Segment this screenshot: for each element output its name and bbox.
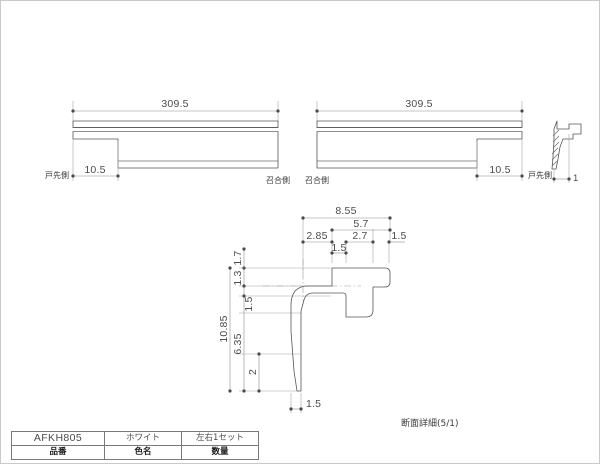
dim-dot — [330, 251, 334, 255]
table-row-values: AFKH805 ホワイト 左右1セット — [11, 431, 259, 446]
dim-label-v-lower-group: 6.35 — [232, 333, 244, 354]
dim-dot — [242, 247, 246, 251]
dim-label-thickness: 1 — [573, 173, 578, 184]
dim-dot — [330, 240, 334, 244]
dim-label-h-overall: 8.55 — [335, 205, 356, 217]
dim-dot — [299, 407, 303, 411]
label-meeting-stile-side-left: 召合側 — [266, 175, 290, 185]
dim-dot — [387, 240, 391, 244]
section-profile-outline — [290, 267, 391, 392]
dim-dot — [388, 228, 392, 232]
header-quantity: 数量 — [181, 445, 259, 460]
dim-dot — [330, 228, 334, 232]
header-part-number: 品番 — [11, 445, 105, 460]
dim-label-h-middle: 2.7 — [352, 230, 367, 242]
profile-top-band — [72, 120, 279, 128]
dim-dot — [116, 174, 120, 178]
dim-label-offset: 10.5 — [489, 164, 510, 176]
dim-label-v-top: 1.7 — [232, 250, 244, 265]
dim-dot — [552, 177, 556, 181]
profile-top-band — [316, 120, 523, 128]
profile-step-outline — [72, 131, 279, 169]
dim-label-h-bottom: 1.5 — [306, 398, 321, 410]
dim-dot — [242, 284, 246, 288]
dim-dot — [276, 109, 280, 113]
left-elevation-view: 309.5 10.5 戸先側 召合側 — [45, 98, 290, 185]
section-detail-caption: 断面詳細(5/1) — [401, 417, 459, 429]
dim-label-v-second: 1.3 — [232, 270, 244, 285]
dim-dot — [242, 389, 246, 393]
dim-label-h-left: 2.85 — [306, 230, 327, 242]
cell-part-number: AFKH805 — [11, 431, 105, 446]
dim-label-overall-length: 309.5 — [161, 98, 188, 110]
dim-label-h-upper: 5.7 — [353, 218, 368, 230]
dim-label-overall-length: 309.5 — [405, 98, 432, 110]
dim-dot — [242, 294, 246, 298]
dim-dot — [228, 266, 232, 270]
label-meeting-stile-side-right: 召合側 — [305, 175, 329, 185]
dim-dot — [301, 216, 305, 220]
dim-dot — [520, 174, 524, 178]
dim-label-v-third: 1.5 — [243, 296, 255, 311]
dim-dot — [344, 240, 348, 244]
dim-label-h-right: 1.5 — [391, 230, 406, 242]
end-profile-outline — [551, 120, 582, 170]
label-door-edge-side-left: 戸先側 — [45, 170, 69, 180]
dim-dot — [257, 389, 261, 393]
dim-dot — [567, 177, 571, 181]
section-hatch — [551, 129, 560, 167]
dim-dot — [71, 174, 75, 178]
dim-dot — [475, 174, 479, 178]
dim-dot — [388, 216, 392, 220]
header-color-name: 色名 — [104, 445, 182, 460]
right-elevation-view: 309.5 10.5 召合側 戸先側 — [305, 98, 552, 185]
table-row-headers: 品番 色名 数量 — [11, 445, 259, 460]
dim-dot — [301, 240, 305, 244]
dim-label-offset: 10.5 — [84, 164, 105, 176]
dim-dot — [371, 240, 375, 244]
profile-step-outline — [316, 131, 523, 169]
section-detail-view: 8.55 5.7 2.85 2.7 1.5 1.5 — [218, 205, 459, 429]
parts-table: AFKH805 ホワイト 左右1セット 品番 色名 数量 — [11, 431, 259, 460]
cell-quantity: 左右1セット — [181, 431, 259, 446]
dim-dot — [520, 109, 524, 113]
end-profile-view: 1 — [551, 120, 582, 184]
dim-dot — [257, 352, 261, 356]
dim-label-v-bottom: 2 — [247, 369, 259, 375]
dim-label-v-overall: 10.85 — [218, 315, 230, 342]
dim-dot — [228, 389, 232, 393]
dim-label-h-inner: 1.5 — [331, 242, 346, 254]
dim-dot — [289, 407, 293, 411]
cell-color-name: ホワイト — [104, 431, 182, 446]
label-door-edge-side-right: 戸先側 — [528, 170, 552, 180]
dim-dot — [344, 251, 348, 255]
dim-dot — [315, 109, 319, 113]
dim-dot — [71, 109, 75, 113]
